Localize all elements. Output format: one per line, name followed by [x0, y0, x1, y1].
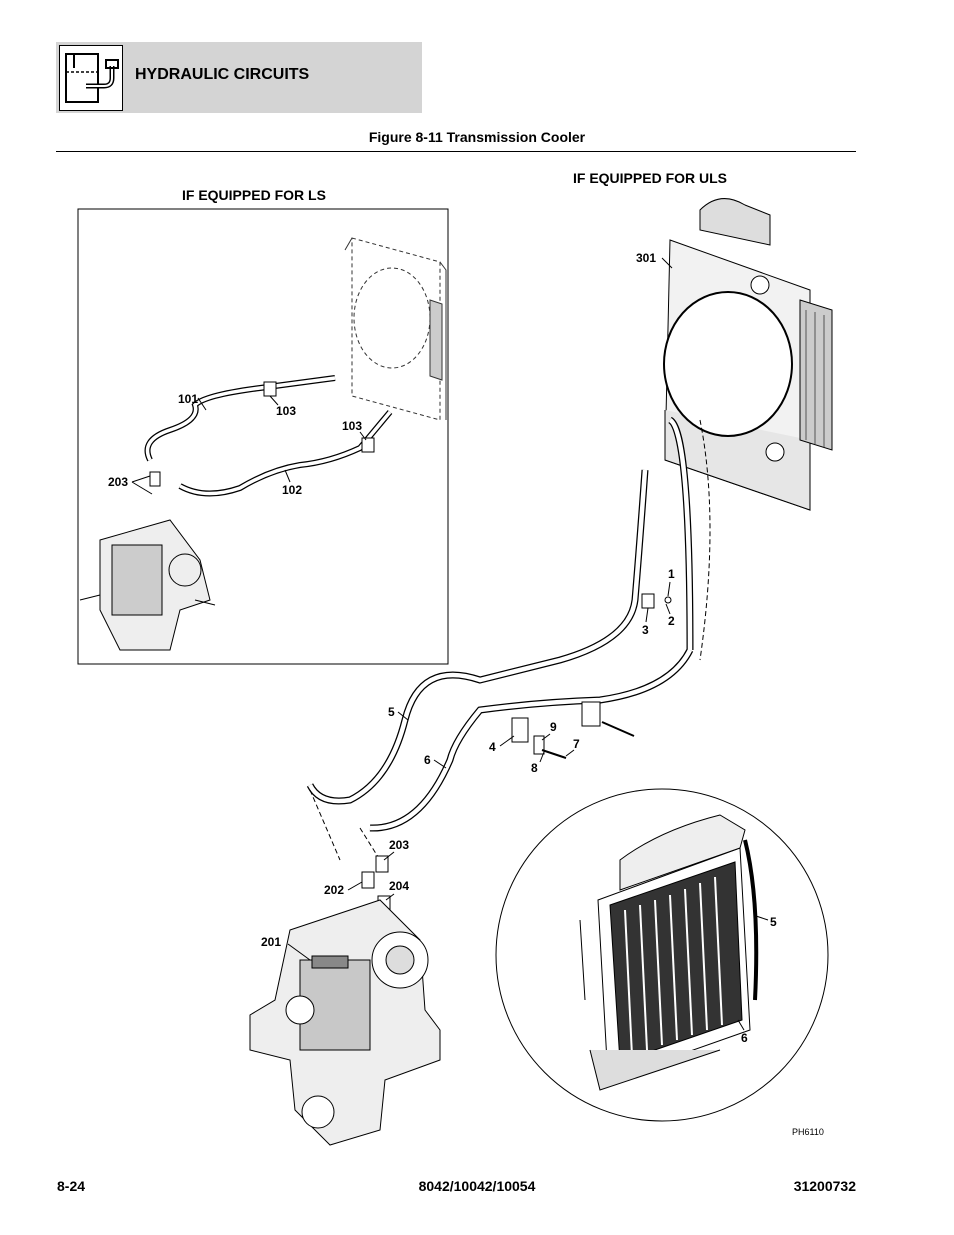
callout-4: 4	[489, 740, 496, 754]
callout-201: 201	[261, 935, 281, 949]
ls-radiator	[344, 237, 447, 421]
callout-7: 7	[573, 737, 580, 751]
ls-clamp-103b	[361, 437, 375, 453]
callout-3: 3	[642, 623, 649, 637]
clamp-4	[511, 717, 529, 743]
callout-6-detail: 6	[741, 1031, 748, 1045]
ls-panel-heading: IF EQUIPPED FOR LS	[182, 187, 326, 203]
figure-title: Figure 8-11 Transmission Cooler	[368, 129, 586, 145]
callout-102: 102	[282, 483, 302, 497]
callout-203-b: 203	[389, 838, 409, 852]
bolt-upper	[601, 721, 635, 737]
ls-panel-frame	[77, 208, 449, 665]
fastener-1	[664, 596, 672, 604]
fitting-203	[375, 855, 389, 873]
clamp-3	[641, 593, 655, 609]
uls-radiator	[663, 198, 833, 511]
ls-fitting-203	[149, 471, 161, 487]
callout-203-a: 203	[108, 475, 128, 489]
model-numbers: 8042/10042/10054	[418, 1178, 536, 1194]
ls-clamp-103a	[263, 381, 277, 397]
callout-9: 9	[550, 720, 557, 734]
callout-5: 5	[388, 705, 395, 719]
page-number: 8-24	[57, 1178, 86, 1194]
transmission-201	[249, 899, 441, 1146]
hydraulic-reservoir-icon	[59, 45, 123, 111]
section-title: HYDRAULIC CIRCUITS	[135, 66, 310, 83]
plate-9	[533, 735, 545, 755]
callout-1: 1	[668, 567, 675, 581]
ls-transmission	[79, 519, 216, 651]
clamp-upper	[581, 701, 601, 727]
image-tag: PH6110	[792, 1127, 824, 1137]
uls-hose-5	[306, 469, 649, 805]
header-rule	[56, 151, 856, 152]
callout-202: 202	[324, 883, 344, 897]
document-number: 31200732	[793, 1178, 856, 1194]
callout-5-detail: 5	[770, 915, 777, 929]
detail-view-circle	[495, 788, 829, 1122]
callout-301: 301	[636, 251, 656, 265]
fitting-202	[361, 871, 375, 889]
callout-103-a: 103	[276, 404, 296, 418]
detail-radiator	[579, 814, 759, 1091]
bolt-8	[541, 749, 567, 759]
callout-8: 8	[531, 761, 538, 775]
callout-103-b: 103	[342, 419, 362, 433]
uls-panel-heading: IF EQUIPPED FOR ULS	[573, 170, 727, 186]
callout-204: 204	[389, 879, 409, 893]
callout-6: 6	[424, 753, 431, 767]
callout-2: 2	[668, 614, 675, 628]
callout-101: 101	[178, 392, 198, 406]
